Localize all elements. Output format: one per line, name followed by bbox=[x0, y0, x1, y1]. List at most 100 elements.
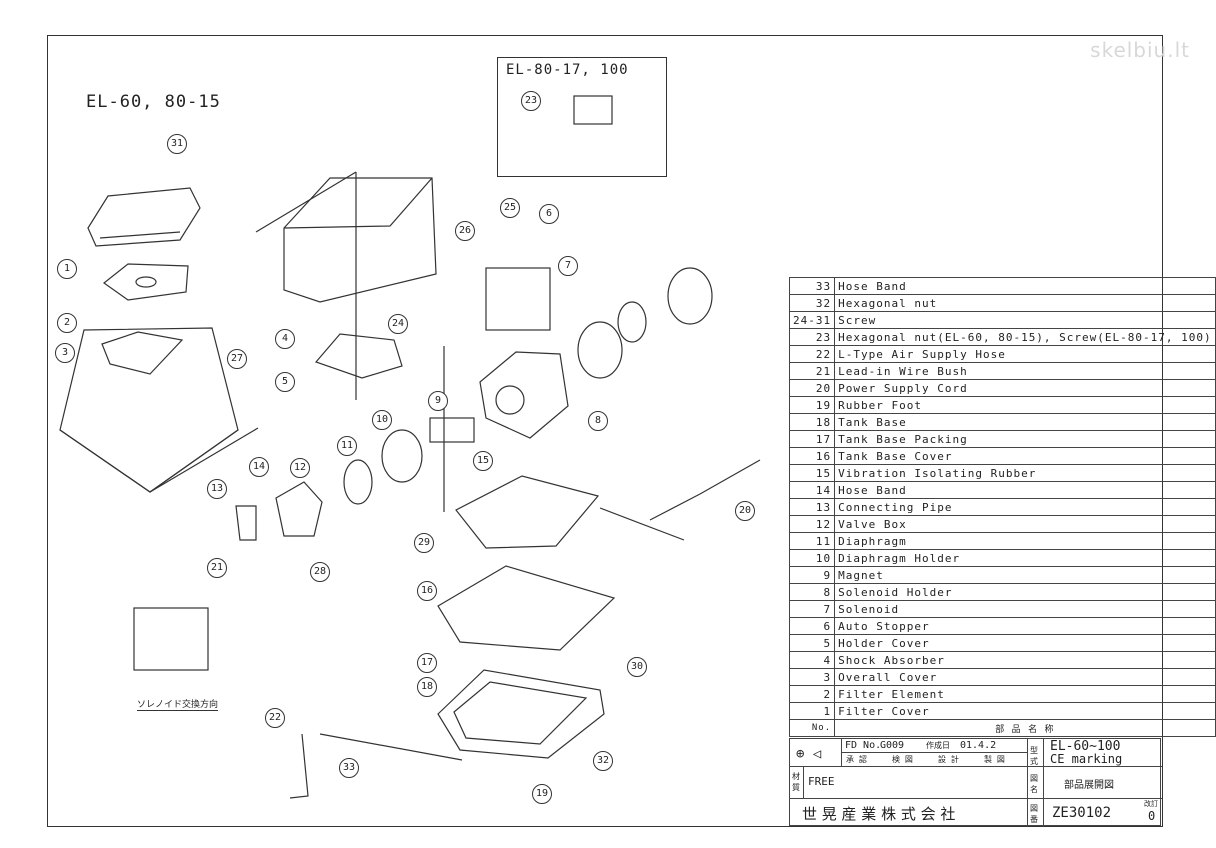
model-label: 型式 bbox=[1030, 746, 1038, 766]
callout-19: 19 bbox=[532, 784, 552, 804]
approval-column: 承 認 bbox=[846, 755, 867, 764]
callout-9: 9 bbox=[428, 391, 448, 411]
title-block: ⊕ ◁ FD No. G009 作成日 01.4.2 承 認検 図設 計製 図 … bbox=[789, 738, 1162, 827]
connecting-pipe-shape bbox=[235, 505, 257, 541]
diaphragm-holder-right-shape bbox=[577, 321, 623, 379]
callout-15: 15 bbox=[473, 451, 493, 471]
holder-cover-shape bbox=[314, 333, 403, 379]
header-name: 部 品 名 称 bbox=[834, 719, 1216, 737]
diaphragm-left-shape bbox=[343, 459, 373, 505]
overall-cover-shape bbox=[59, 327, 239, 493]
callout-8: 8 bbox=[588, 411, 608, 431]
shock-absorber-shape bbox=[283, 177, 437, 303]
part-name: Lead-in Wire Bush bbox=[834, 362, 1216, 380]
part-number: 10 bbox=[788, 549, 836, 567]
part-number: 16 bbox=[788, 447, 836, 465]
company-name: 世 晃 産 業 株 式 会 社 bbox=[802, 805, 956, 823]
part-name: Valve Box bbox=[834, 515, 1216, 533]
callout-14: 14 bbox=[249, 457, 269, 477]
part-name: Overall Cover bbox=[834, 668, 1216, 686]
callout-11: 11 bbox=[337, 436, 357, 456]
part-number: 21 bbox=[788, 362, 836, 380]
solenoid-note: ソレノイド交換方向 bbox=[137, 697, 219, 711]
callout-33: 33 bbox=[339, 758, 359, 778]
inset-magnet-shape bbox=[573, 95, 613, 125]
part-name: Hose Band bbox=[834, 481, 1216, 499]
part-number: 11 bbox=[788, 532, 836, 550]
part-number: 15 bbox=[788, 464, 836, 482]
callout-7: 7 bbox=[558, 256, 578, 276]
part-number: 9 bbox=[788, 566, 836, 584]
callout-29: 29 bbox=[414, 533, 434, 553]
valve-box-left-shape bbox=[275, 481, 323, 537]
part-name: Solenoid bbox=[834, 600, 1216, 618]
callout-10: 10 bbox=[372, 410, 392, 430]
air-supply-hose-shape bbox=[289, 733, 309, 799]
creation-date: 01.4.2 bbox=[960, 740, 997, 751]
file-no: G009 bbox=[880, 740, 905, 751]
solenoid-shape bbox=[485, 267, 551, 331]
power-supply-cord-shape bbox=[649, 459, 761, 521]
callout-5: 5 bbox=[275, 372, 295, 392]
part-number: 14 bbox=[788, 481, 836, 499]
tank-base-packing-shape bbox=[437, 565, 616, 651]
filter-element-shape bbox=[102, 263, 189, 301]
part-number: 1 bbox=[788, 702, 836, 720]
part-name: Screw bbox=[834, 311, 1216, 329]
callout-1: 1 bbox=[57, 259, 77, 279]
part-number: 4 bbox=[788, 651, 836, 669]
part-number: 20 bbox=[788, 379, 836, 397]
material: FREE bbox=[808, 775, 835, 788]
approval-row: 承 認検 図設 計製 図 bbox=[842, 753, 1028, 767]
part-number: 7 bbox=[788, 600, 836, 618]
callout-2: 2 bbox=[57, 313, 77, 333]
drawing-number: ZE30102 bbox=[1052, 805, 1112, 821]
callout-17: 17 bbox=[417, 653, 437, 673]
solenoid-holder-shape bbox=[479, 351, 569, 439]
callout-23: 23 bbox=[521, 91, 541, 111]
part-name: Solenoid Holder bbox=[834, 583, 1216, 601]
header-no: No. bbox=[788, 719, 836, 737]
part-name: Auto Stopper bbox=[834, 617, 1216, 635]
part-name: Hexagonal nut bbox=[834, 294, 1216, 312]
part-name: Holder Cover bbox=[834, 634, 1216, 652]
part-number: 12 bbox=[788, 515, 836, 533]
callout-4: 4 bbox=[275, 329, 295, 349]
part-name: Filter Cover bbox=[834, 702, 1216, 720]
callout-28: 28 bbox=[310, 562, 330, 582]
watermark: skelbiu.lt bbox=[1090, 38, 1190, 62]
callout-25: 25 bbox=[500, 198, 520, 218]
part-number: 33 bbox=[788, 277, 836, 295]
part-name: Power Supply Cord bbox=[834, 379, 1216, 397]
part-name: Filter Element bbox=[834, 685, 1216, 703]
part-name: Diaphragm bbox=[834, 532, 1216, 550]
callout-24: 24 bbox=[388, 314, 408, 334]
model-note: CE marking bbox=[1050, 752, 1123, 766]
main-model-label: EL-60, 80-15 bbox=[86, 92, 221, 112]
part-name: Tank Base Cover bbox=[834, 447, 1216, 465]
part-name: Hexagonal nut(EL-60, 80-15), Screw(EL-80… bbox=[834, 328, 1216, 346]
tank-base-shape bbox=[437, 669, 605, 759]
part-name: Rubber Foot bbox=[834, 396, 1216, 414]
date-label: 作成日 bbox=[926, 741, 950, 750]
callout-3: 3 bbox=[55, 343, 75, 363]
